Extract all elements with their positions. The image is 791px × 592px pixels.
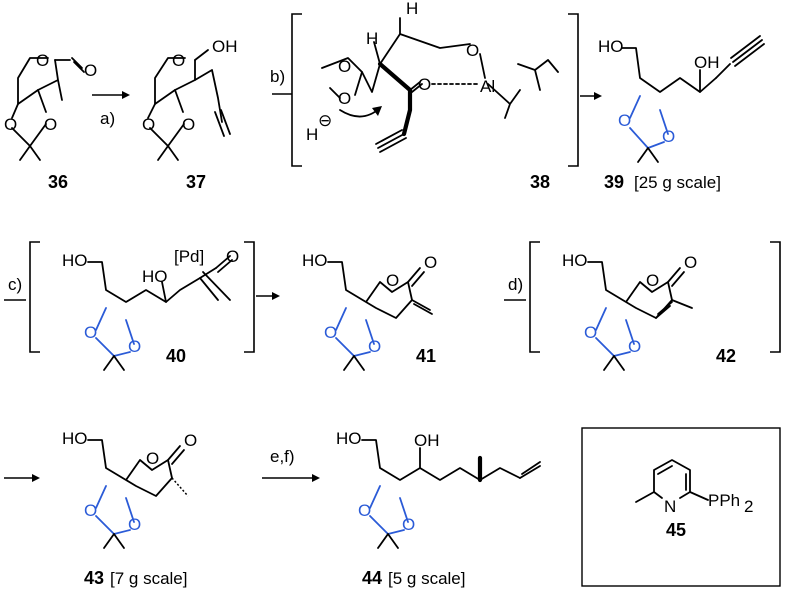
ring-oxygen-37: O	[172, 51, 185, 70]
carbonyl-oxygen-38: O	[418, 75, 431, 94]
compound-36-structure: O O O O 36	[4, 51, 97, 192]
compound-label-37: 37	[186, 172, 206, 192]
lactone-oxygen-42: O	[646, 271, 659, 290]
hydroxyl-39b: OH	[694, 53, 720, 72]
arrow-to-43	[4, 474, 40, 482]
acetonide-oxygen-42b: O	[628, 337, 641, 356]
oxygen-38c: O	[466, 41, 479, 60]
hydroxyl-40a: HO	[62, 251, 88, 270]
hydrogen-38b: H	[366, 29, 378, 48]
acetonide-oxygen-44b: O	[402, 515, 415, 534]
scale-note-43: [7 g scale]	[110, 569, 188, 588]
hydroxyl-40b: HO	[142, 267, 168, 286]
hydride-38: H	[306, 125, 318, 144]
intermediate-42-bracket: d) HO O O O O 42	[504, 241, 781, 371]
compound-label-36: 36	[48, 172, 68, 192]
compound-44-structure: HO OH O O 44 [5 g scale]	[336, 429, 541, 588]
step-label-c: c)	[8, 275, 22, 294]
aluminum-38: Al	[480, 77, 495, 96]
compound-37-structure: O OH O O 37	[142, 37, 238, 192]
acetonide-oxygen-36b: O	[44, 115, 57, 134]
compound-43-structure: HO O O O O 43 [7 g scale]	[62, 429, 197, 588]
step-label-d: d)	[508, 275, 523, 294]
acetonide-oxygen-42a: O	[584, 323, 597, 342]
acetonide-oxygen-37a: O	[142, 115, 155, 134]
arrow-step-a: a)	[92, 91, 130, 128]
compound-label-38: 38	[530, 172, 550, 192]
hydrogen-38: H	[406, 0, 418, 18]
carbonyl-oxygen-36: O	[84, 61, 97, 80]
palladium-40: [Pd]	[174, 247, 204, 266]
compound-label-43: 43	[84, 568, 104, 588]
compound-45-box: N PPh 2 45	[581, 427, 781, 587]
compound-label-42: 42	[716, 346, 736, 366]
acetonide-oxygen-40a: O	[84, 323, 97, 342]
hydroxyl-42: HO	[562, 251, 588, 270]
oxygen-38a: O	[338, 57, 351, 76]
compound-label-41: 41	[416, 346, 436, 366]
acetonide-oxygen-39b: O	[662, 127, 675, 146]
hydride-charge-38: ⊖	[318, 111, 332, 130]
acetonide-oxygen-36a: O	[4, 115, 17, 134]
compound-label-45: 45	[666, 520, 686, 540]
scale-note-44: [5 g scale]	[388, 569, 466, 588]
compound-label-40: 40	[166, 346, 186, 366]
oxygen-38b: O	[338, 89, 351, 108]
carbonyl-oxygen-41: O	[424, 253, 437, 272]
acetonide-oxygen-39a: O	[618, 111, 631, 130]
compound-label-39: 39	[604, 172, 624, 192]
hydroxyl-41: HO	[302, 251, 328, 270]
arrow-to-39	[580, 92, 602, 100]
arrow-step-ef: e,f)	[262, 447, 320, 482]
compound-39-structure: HO OH O O 39 [25 g scale]	[598, 35, 765, 192]
compound-label-44: 44	[362, 568, 382, 588]
hydroxyl-44a: HO	[336, 429, 362, 448]
hydroxyl-43: HO	[62, 429, 88, 448]
arrow-to-41	[256, 292, 280, 300]
acetonide-oxygen-37b: O	[182, 115, 195, 134]
phosphine-subscript-45: 2	[744, 497, 753, 516]
acetonide-oxygen-40b: O	[128, 337, 141, 356]
intermediate-38-bracket: b) H H O O O O Al H ⊖ 38	[270, 0, 579, 192]
ring-oxygen-36: O	[36, 51, 49, 70]
acetonide-oxygen-43b: O	[128, 515, 141, 534]
pyridine-nitrogen-45: N	[664, 497, 676, 516]
hydroxyl-44b: OH	[414, 431, 440, 450]
hydroxyl-37: OH	[212, 37, 238, 56]
acetonide-oxygen-44a: O	[358, 501, 371, 520]
step-label-ef: e,f)	[270, 447, 295, 466]
hydroxyl-39a: HO	[598, 37, 624, 56]
acetonide-oxygen-41a: O	[324, 323, 337, 342]
acetonide-oxygen-41b: O	[368, 337, 381, 356]
lactone-oxygen-43: O	[146, 449, 159, 468]
carbonyl-oxygen-40: O	[226, 247, 239, 266]
carbonyl-oxygen-43: O	[184, 431, 197, 450]
lactone-oxygen-41: O	[386, 271, 399, 290]
carbonyl-oxygen-42: O	[684, 253, 697, 272]
compound-41-structure: HO O O O O 41	[302, 251, 437, 371]
step-label-b: b)	[270, 67, 285, 86]
intermediate-40-bracket: c) HO HO [Pd] O O O 40	[4, 241, 255, 371]
acetonide-oxygen-43a: O	[84, 501, 97, 520]
phosphine-45: PPh	[708, 491, 740, 510]
step-label-a: a)	[100, 109, 115, 128]
scale-note-39: [25 g scale]	[634, 173, 721, 192]
